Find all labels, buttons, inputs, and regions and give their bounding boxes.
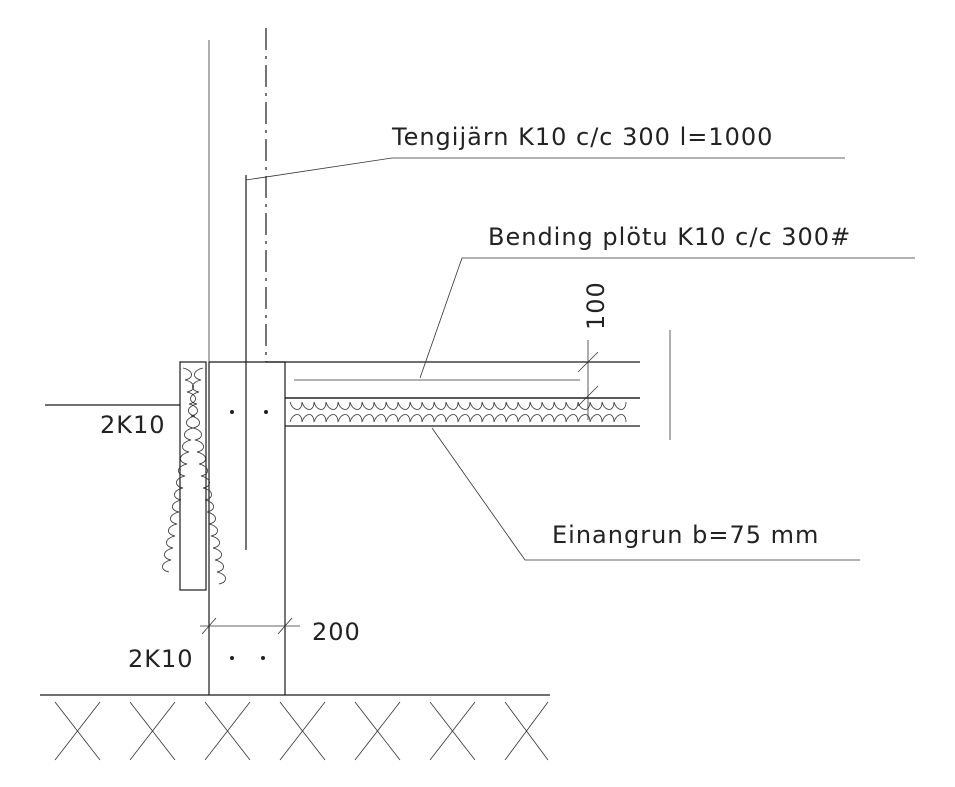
width-label: 200 — [312, 618, 361, 646]
ground-hatching — [40, 694, 550, 761]
edge-insulation — [162, 361, 226, 591]
bending-label: Bending plötu K10 c/c 300# — [488, 223, 851, 251]
foundation-footing — [208, 361, 286, 695]
rebar-top-label: 2K10 — [100, 411, 166, 439]
rebar-bottom-label: 2K10 — [128, 645, 194, 673]
thickness-label: 100 — [582, 281, 610, 330]
floor-slab — [266, 361, 640, 399]
rebar-dot — [230, 656, 234, 660]
tengijarn-label: Tengijärn K10 c/c 300 l=1000 — [391, 123, 773, 151]
insulation-leader — [431, 427, 860, 561]
rebar-dot — [264, 410, 268, 414]
width-dimension — [200, 617, 300, 635]
bending-leader — [419, 257, 915, 379]
rebar-dot — [230, 410, 234, 414]
tengijarn-leader — [245, 157, 845, 181]
thickness-dimension — [577, 340, 599, 420]
rebar-dot — [261, 656, 265, 660]
slab-insulation — [285, 397, 640, 427]
insulation-label: Einangrun b=75 mm — [552, 521, 819, 549]
